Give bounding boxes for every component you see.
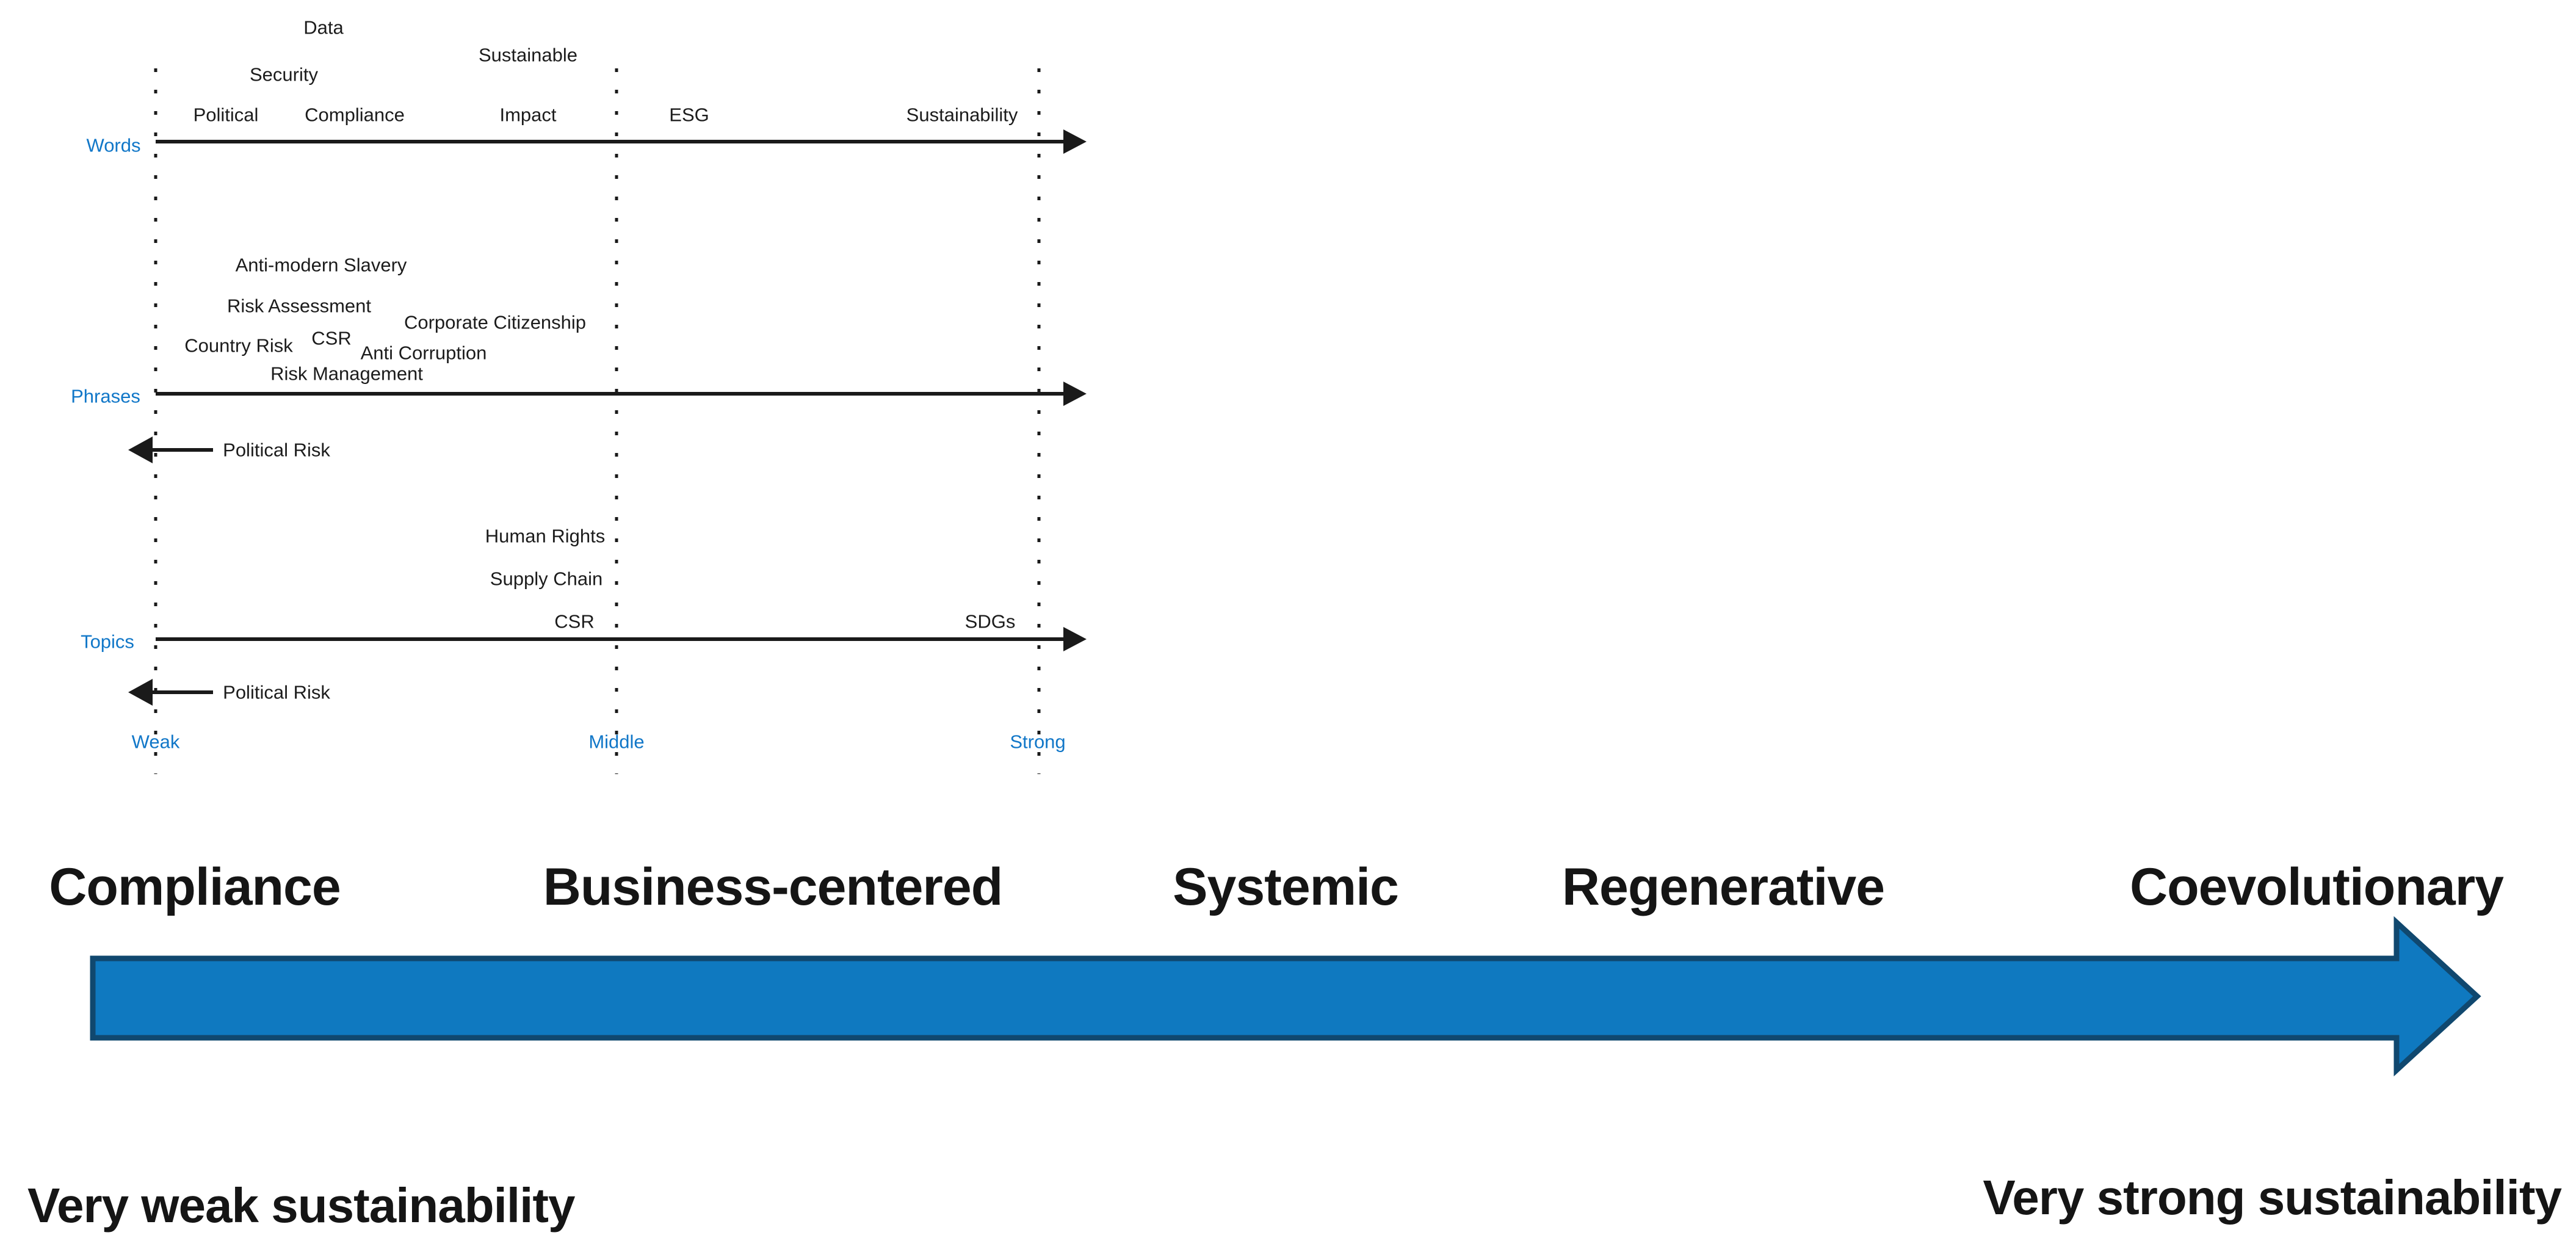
caption-very-weak-sustainability: Very weak sustainability <box>27 1178 575 1233</box>
word-term-impact: Impact <box>499 104 557 126</box>
topic-term-csr: CSR <box>554 610 595 632</box>
scale-label-weak: Weak <box>131 731 180 753</box>
word-term-data: Data <box>303 16 344 38</box>
phrases-back-arrowhead <box>128 436 153 463</box>
scale-label-middle: Middle <box>588 731 645 753</box>
phrase-term-corporate-citizenship: Corporate Citizenship <box>403 311 587 333</box>
topics-back-arrowhead <box>128 679 153 706</box>
word-term-political: Political <box>193 104 259 126</box>
topics-axis-arrowhead <box>1063 627 1087 651</box>
topic-term-human-rights: Human Rights <box>485 525 606 547</box>
phrases-axis-arrowhead <box>1063 382 1087 406</box>
scale-label-strong: Strong <box>1010 731 1066 753</box>
row-label-phrases: Phrases <box>71 385 140 407</box>
word-term-sustainable: Sustainable <box>478 44 578 66</box>
topic-term-sdgs: SDGs <box>964 610 1016 632</box>
phrase-term-anti-modern-slavery: Anti-modern Slavery <box>235 254 407 276</box>
topic-back-arrow-label: Political Risk <box>223 681 330 703</box>
phrase-term-risk-assessment: Risk Assessment <box>226 295 372 317</box>
phrase-term-risk-management: Risk Management <box>270 363 423 385</box>
stage-compliance: Compliance <box>49 858 341 916</box>
word-term-esg: ESG <box>669 104 709 126</box>
words-axis-arrowhead <box>1063 129 1087 154</box>
phrase-back-arrow-label: Political Risk <box>223 439 330 461</box>
spectrum-arrow <box>90 916 2481 1077</box>
phrase-term-anti-corruption: Anti Corruption <box>360 342 487 364</box>
stage-coevolutionary: Coevolutionary <box>2130 858 2504 916</box>
word-term-compliance: Compliance <box>305 104 405 126</box>
stage-business-centered: Business-centered <box>543 858 1004 916</box>
phrase-term-country-risk: Country Risk <box>184 335 293 357</box>
stage-regenerative: Regenerative <box>1561 858 1885 916</box>
word-term-security: Security <box>250 63 318 85</box>
row-label-topics: Topics <box>81 631 134 653</box>
stage-systemic: Systemic <box>1173 858 1399 916</box>
phrase-term-csr: CSR <box>311 327 352 349</box>
row-label-words: Words <box>86 134 141 156</box>
topic-term-supply-chain: Supply Chain <box>490 568 603 590</box>
word-term-sustainability: Sustainability <box>906 104 1018 126</box>
caption-very-strong-sustainability: Very strong sustainability <box>1983 1170 2562 1225</box>
